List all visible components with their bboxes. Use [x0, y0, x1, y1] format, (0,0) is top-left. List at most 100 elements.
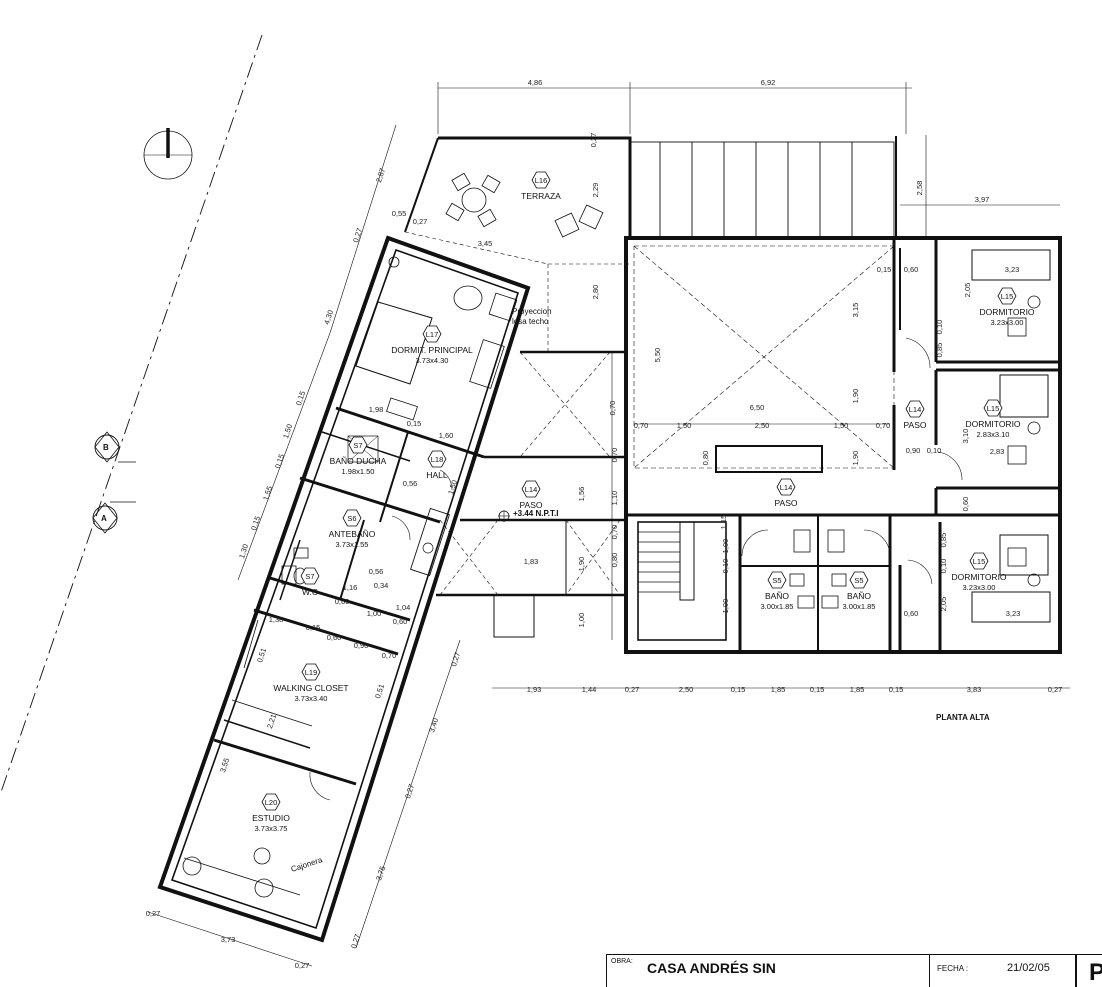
- dimension-left-chain: 0,15: [294, 390, 307, 407]
- dimension-wing-bottom: 3,73: [221, 935, 236, 944]
- dimension-bottom: 0,15: [810, 685, 825, 694]
- room-code-hexagon-icon: [422, 325, 442, 343]
- room-code: L20: [265, 798, 278, 807]
- dimension-bottom: 1,85: [771, 685, 786, 694]
- dimension-inner: 0,70: [608, 401, 617, 416]
- title-block: OBRA: CASA ANDRÉS SIN FECHA : 21/02/05 P: [606, 954, 1102, 987]
- dimension-inner: 1,10: [610, 491, 619, 506]
- dimension-inner: 2,50: [755, 421, 770, 430]
- room-name: DORMIT. PRINCIPAL: [391, 345, 473, 355]
- room-tag: S7W.C: [300, 567, 320, 597]
- dimension-inner: 0,70: [610, 525, 619, 540]
- room-code-hexagon-icon: [301, 663, 321, 681]
- dimension-inner: 0,15: [877, 265, 892, 274]
- room-code: S5: [854, 576, 863, 585]
- dimension-inner: 6,50: [750, 403, 765, 412]
- room-name: DORMITORIO: [979, 307, 1034, 317]
- section-marker-b-icon: [94, 431, 136, 463]
- room-size: 3.23x3.00: [991, 318, 1024, 327]
- dimension-bottom: 1,85: [850, 685, 865, 694]
- dimension-inner: 2,05: [939, 597, 948, 612]
- room-code-hexagon-icon: [767, 571, 787, 589]
- dimension-right-chain: 3,75: [374, 865, 387, 882]
- dimension-inner: 0,56: [369, 567, 384, 576]
- room-name: DORMITORIO: [965, 419, 1020, 429]
- room-name: PASO: [775, 498, 798, 508]
- dimension-inner: 0,70: [610, 448, 619, 463]
- dimension-left-chain: 1,30: [237, 543, 250, 560]
- dimension-inner: 5,50: [653, 348, 662, 363]
- room-code-hexagon-icon: [849, 571, 869, 589]
- dimension-right-chain: 0,27: [349, 933, 362, 950]
- north-arrow-icon: [143, 128, 193, 180]
- room-size: 3.73x4.30: [416, 356, 449, 365]
- dimension-top: 4,86: [528, 78, 543, 87]
- dimension-inner: 1,04: [396, 603, 411, 612]
- dimension-left-chain: 2,87: [374, 167, 387, 184]
- dimension-inner: 0,27: [589, 133, 598, 148]
- dimension-inner: 0,60: [904, 265, 919, 274]
- dimension-bottom: 3,83: [967, 685, 982, 694]
- room-code: S7: [305, 572, 314, 581]
- section-marker-a-label: A: [101, 514, 107, 523]
- dimension-right-chain: 0,27: [449, 651, 462, 668]
- fecha-label: FECHA :: [937, 964, 969, 973]
- dimension-inner: 0,70: [382, 651, 397, 660]
- section-marker-b-label: B: [103, 443, 109, 452]
- room-size: 2.83x3.10: [977, 430, 1010, 439]
- dimension-left-chain: 0,15: [273, 453, 286, 470]
- room-code: L15: [987, 404, 1000, 413]
- room-code-hexagon-icon: [997, 287, 1017, 305]
- dimension-inner: 2,80: [591, 285, 600, 300]
- dimension-inner: 0,15: [306, 623, 321, 632]
- room-name: HALL: [426, 470, 448, 480]
- dimension-inner: 1,16: [343, 583, 358, 592]
- dimension-inner: 1,56: [577, 487, 586, 502]
- room-code: L14: [525, 485, 538, 494]
- room-code: S7: [353, 441, 362, 450]
- dimension-top: 6,92: [761, 78, 776, 87]
- dimension-right-chain: 0,27: [403, 783, 416, 800]
- dimension-inner: 3,23: [1006, 609, 1021, 618]
- main-block: [624, 236, 1062, 654]
- dimension-bottom: 0,15: [889, 685, 904, 694]
- projection-note-line2: losa techo: [512, 317, 549, 326]
- dimension-right-chain: 3,40: [427, 717, 440, 734]
- dimension-inner: 3,15: [851, 303, 860, 318]
- dimension-inner: 1,50: [834, 421, 849, 430]
- dimension-inner: 0,80: [701, 451, 710, 466]
- dimension-top: 3,97: [975, 195, 990, 204]
- dimension-bottom: 0,27: [1048, 685, 1063, 694]
- room-code: L17: [426, 330, 439, 339]
- dimension-inner: 1,90: [577, 557, 586, 572]
- dimension-inner: 2,05: [963, 283, 972, 298]
- section-marker-a-icon: [92, 501, 136, 534]
- room-code-hexagon-icon: [531, 171, 551, 189]
- pergola: [629, 141, 895, 238]
- dimension-bottom: 2,50: [679, 685, 694, 694]
- dimension-inner: 0,10: [935, 320, 944, 335]
- dimension-inner: 3,55: [218, 757, 231, 774]
- room-name: PASO: [904, 420, 927, 430]
- dimension-inner: 0,10: [721, 559, 730, 574]
- room-code: L15: [973, 557, 986, 566]
- room-code-hexagon-icon: [300, 567, 320, 585]
- fecha-value: 21/02/05: [1007, 962, 1050, 974]
- dimension-inner: 1,38: [269, 615, 284, 624]
- rotated-wing: [157, 235, 531, 943]
- dimension-inner: 0,90: [354, 641, 369, 650]
- room-size: 3.73x1.55: [336, 540, 369, 549]
- room-name: PASO: [520, 500, 543, 510]
- obra-value: CASA ANDRÉS SIN: [647, 960, 776, 976]
- dimension-inner: 0,90: [906, 446, 921, 455]
- room-code-hexagon-icon: [261, 793, 281, 811]
